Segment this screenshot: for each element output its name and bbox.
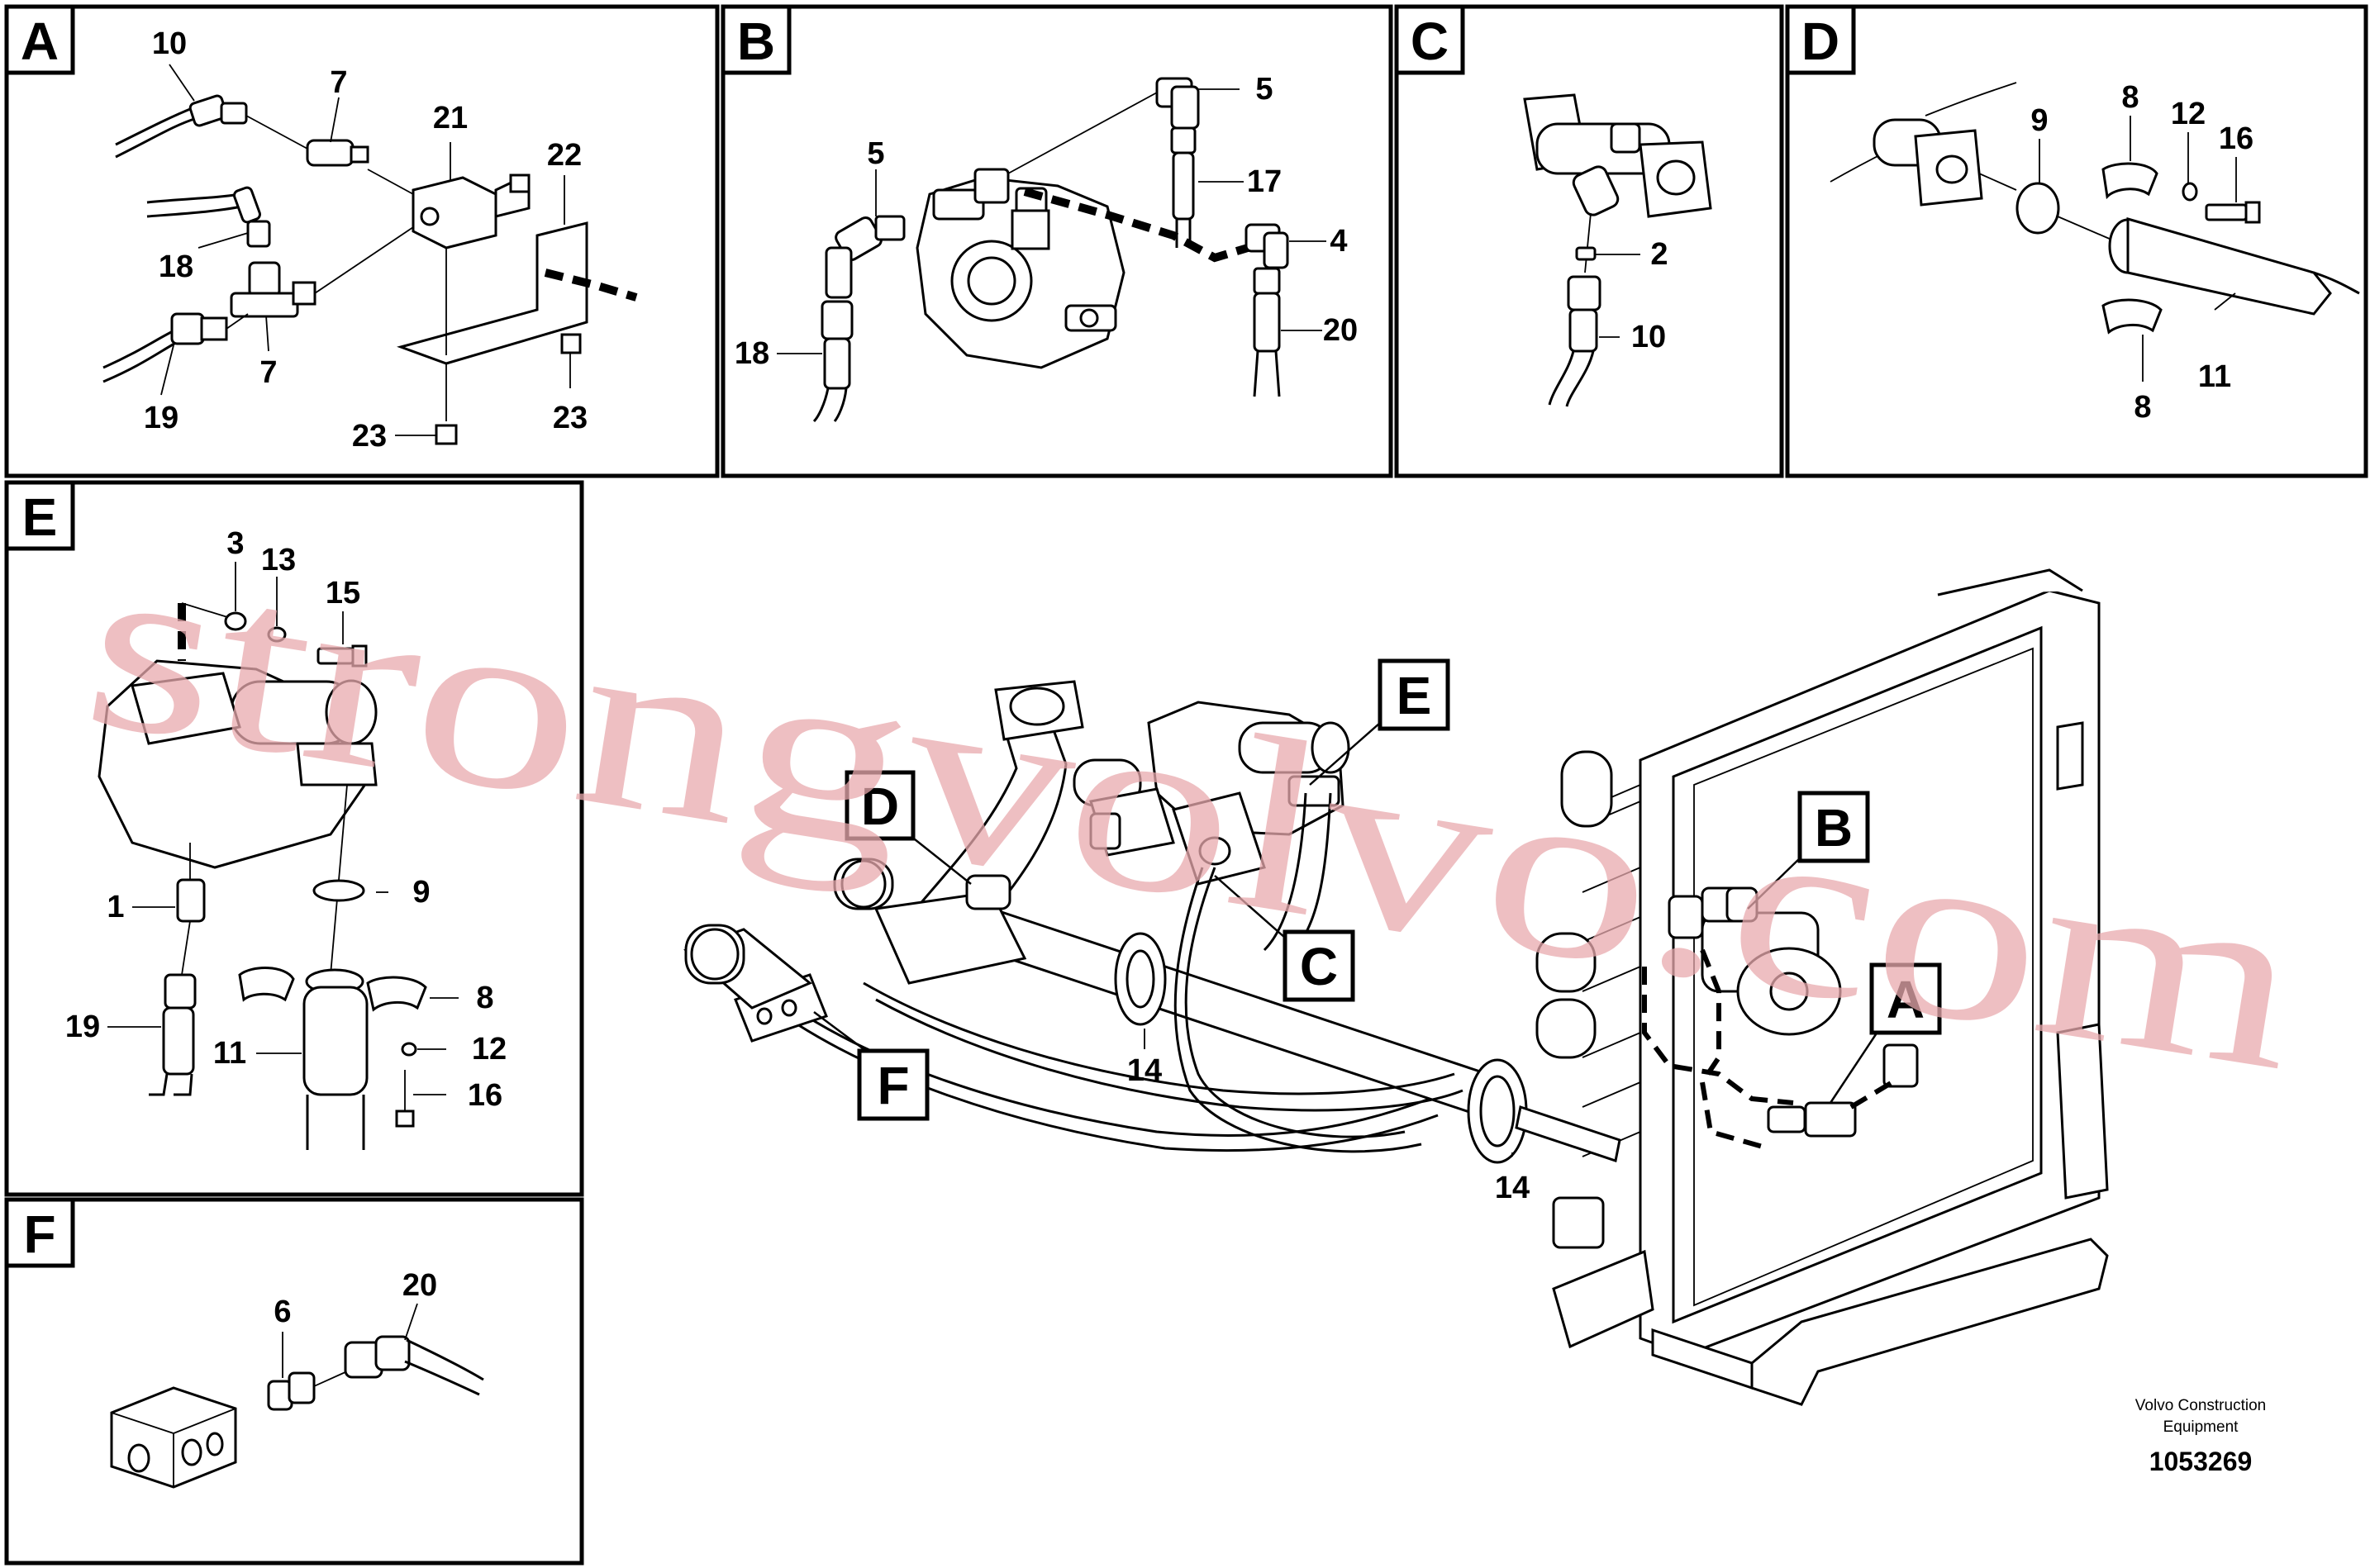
panel-f-letter-box bbox=[4, 1197, 75, 1268]
panel-a-label-7b: 7 bbox=[259, 355, 277, 390]
callout-e-box bbox=[1378, 658, 1450, 731]
callout-c: C bbox=[1300, 937, 1338, 996]
main-label-14b: 14 bbox=[1495, 1171, 1530, 1205]
panel-f-label-20: 20 bbox=[402, 1268, 437, 1303]
panel-b-letter-box bbox=[721, 4, 792, 75]
panel-a-label-18: 18 bbox=[159, 249, 193, 284]
panel-c-letter-box bbox=[1394, 4, 1465, 75]
panel-d-label-8a: 8 bbox=[2121, 80, 2139, 115]
panel-e-label-8: 8 bbox=[476, 981, 493, 1015]
callout-a-box bbox=[1869, 962, 1942, 1035]
panel-b-letter: B bbox=[737, 12, 775, 71]
panel-e-label-12: 12 bbox=[472, 1032, 507, 1067]
panel-c-label-10: 10 bbox=[1631, 320, 1666, 354]
panel-d-label-12: 12 bbox=[2171, 97, 2206, 131]
panel-a-label-19: 19 bbox=[144, 401, 178, 435]
panel-a-label-23b: 23 bbox=[553, 401, 588, 435]
panel-d: D 8 12 16 9 11 8 bbox=[1785, 4, 2360, 425]
callout-b: B bbox=[1815, 798, 1853, 858]
panel-e: E bbox=[4, 480, 507, 1150]
panel-a-label-23a: 23 bbox=[352, 419, 387, 454]
panel-f-label-6: 6 bbox=[274, 1295, 291, 1329]
panel-frames bbox=[4, 4, 2368, 1566]
panel-b-label-18: 18 bbox=[735, 336, 769, 371]
credit-line-1: Volvo Construction bbox=[2135, 1397, 2266, 1414]
panel-b-label-20: 20 bbox=[1323, 313, 1358, 348]
credit-line-2: Equipment bbox=[2163, 1418, 2239, 1436]
panel-d-letter-box bbox=[1785, 4, 1856, 75]
panel-e-label-15: 15 bbox=[326, 576, 360, 611]
callout-d: D bbox=[861, 777, 899, 836]
panel-b-label-5b: 5 bbox=[867, 136, 884, 171]
panel-a: A bbox=[4, 4, 638, 454]
panel-b: B bbox=[721, 4, 1358, 423]
panel-b-label-4: 4 bbox=[1330, 224, 1347, 259]
panel-c-letter: C bbox=[1411, 12, 1449, 71]
callout-f: F bbox=[877, 1056, 909, 1115]
panel-a-label-10: 10 bbox=[152, 26, 187, 61]
panel-e-label-16: 16 bbox=[468, 1078, 502, 1113]
panel-f: F 6 20 bbox=[4, 1197, 484, 1489]
panel-c-label-2: 2 bbox=[1650, 237, 1668, 272]
panel-e-label-9: 9 bbox=[412, 875, 430, 910]
panel-e-label-19: 19 bbox=[65, 1010, 100, 1044]
callout-b-box bbox=[1797, 791, 1870, 863]
panel-e-label-1: 1 bbox=[107, 890, 124, 924]
callout-c-box bbox=[1283, 929, 1355, 1002]
document-number: 1053269 bbox=[2149, 1447, 2253, 1476]
panel-b-label-5a: 5 bbox=[1255, 72, 1273, 107]
callout-e: E bbox=[1397, 666, 1432, 725]
panel-f-letter: F bbox=[23, 1205, 55, 1264]
panel-a-letter: A bbox=[21, 12, 59, 71]
panel-b-label-17: 17 bbox=[1247, 164, 1282, 199]
credit-block: Volvo Construction Equipment 1053269 bbox=[2135, 1397, 2266, 1476]
callout-d-box bbox=[845, 770, 916, 841]
callout-a: A bbox=[1887, 970, 1925, 1029]
panel-e-label-3: 3 bbox=[226, 526, 244, 561]
panel-e-letter-box bbox=[4, 480, 75, 551]
callout-f-box bbox=[857, 1048, 930, 1121]
panel-a-label-7a: 7 bbox=[330, 65, 347, 100]
main-assembly: E D B C A F 14 14 bbox=[683, 568, 2109, 1406]
panel-d-label-16: 16 bbox=[2219, 121, 2253, 156]
panel-a-letter-box bbox=[4, 4, 75, 75]
panel-a-label-22: 22 bbox=[547, 138, 582, 173]
panel-d-label-11: 11 bbox=[2198, 359, 2231, 394]
panel-e-letter: E bbox=[22, 487, 58, 547]
panel-c: C 2 10 bbox=[1394, 4, 1712, 407]
panel-e-label-11: 11 bbox=[213, 1036, 246, 1071]
panel-d-letter: D bbox=[1801, 12, 1839, 71]
panel-a-label-21: 21 bbox=[433, 101, 468, 135]
panel-d-label-8b: 8 bbox=[2134, 390, 2151, 425]
panel-e-label-13: 13 bbox=[261, 543, 296, 577]
main-label-14a: 14 bbox=[1127, 1053, 1162, 1088]
panel-d-label-9: 9 bbox=[2030, 103, 2048, 138]
